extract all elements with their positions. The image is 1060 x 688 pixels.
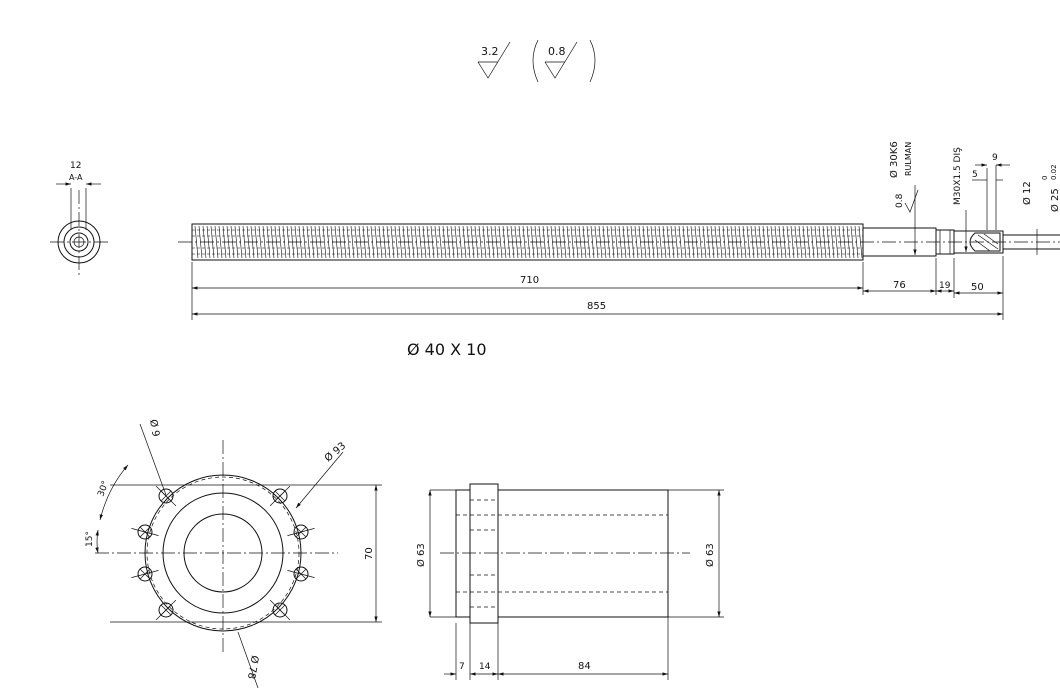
nut-side-view: Ø 63 Ø 63 7 14 84: [415, 483, 724, 680]
surface-finish-specific-value: 0.8: [548, 45, 566, 58]
shaft-callouts: Ø 30K6 RULMAN 0.8 M30X1.5 DIŞ 9 5 Ø 12 Ø…: [888, 141, 1060, 255]
surface-finish-general-value: 3.2: [481, 45, 499, 58]
bolt-hole: [287, 566, 315, 582]
flange-nut-front-view: 70 Ø 9 Ø 93 30° 15° Ø 78: [85, 418, 382, 688]
flange-height-label: 70: [364, 547, 375, 560]
surface-finish-general: 3.2: [477, 41, 511, 79]
outer-dia-label: Ø 78: [245, 654, 261, 680]
nut-dia-left-label: Ø 63: [415, 543, 427, 567]
bolt-hole: [131, 524, 159, 540]
tolerance-lower: 0.02: [1050, 164, 1058, 180]
dim-5-label: 5: [972, 170, 978, 180]
hole-dia-label: Ø 9: [147, 418, 162, 437]
nut-dia-right-label: Ø 63: [704, 543, 716, 567]
tolerance-upper: 0: [1041, 176, 1049, 180]
dim-84-label: 84: [578, 661, 591, 672]
ball-screw-shaft: [178, 223, 1060, 261]
shaft-title: Ø 40 X 10: [407, 340, 487, 359]
surface-finish-specific: 0.8: [532, 39, 596, 83]
angle-30-label: 30°: [96, 480, 111, 498]
dim-14-label: 14: [479, 662, 491, 672]
dim-collar-length: 19: [939, 281, 951, 291]
dim-thread-length: 710: [520, 275, 539, 286]
pcd-label: Ø 93: [322, 440, 348, 464]
bolt-hole: [287, 524, 315, 540]
end-large-dia-label: Ø 25: [1049, 188, 1060, 212]
bolt-hole: [155, 599, 177, 621]
angle-15-label: 15°: [85, 531, 95, 547]
thread-texture: [192, 225, 863, 259]
end-view-section-label: A-A: [69, 173, 83, 182]
end-view-width-label: 12: [70, 161, 81, 171]
dim-total-length: 855: [587, 301, 606, 312]
bolt-hole: [269, 485, 291, 507]
dim-journal-length: 76: [893, 280, 906, 291]
bolt-hole: [155, 485, 177, 507]
bearing-word-label: RULMAN: [904, 142, 913, 176]
dim-end-length: 50: [971, 282, 984, 293]
shaft-dimensions: 710 76 19 50 855: [191, 256, 1004, 320]
end-small-dia-label: Ø 12: [1021, 181, 1033, 205]
shaft-end-view: 12 A-A: [50, 161, 108, 275]
surface-finish-shaft-label: 0.8: [895, 193, 905, 208]
bolt-hole: [131, 566, 159, 582]
bolt-hole: [269, 599, 291, 621]
dim-9-label: 9: [992, 153, 998, 163]
thread-spec-label: M30X1.5 DIŞ: [953, 147, 963, 205]
dim-7-label: 7: [459, 662, 465, 672]
bearing-fit-label: Ø 30K6: [888, 141, 900, 178]
bolt-holes: [131, 485, 315, 621]
